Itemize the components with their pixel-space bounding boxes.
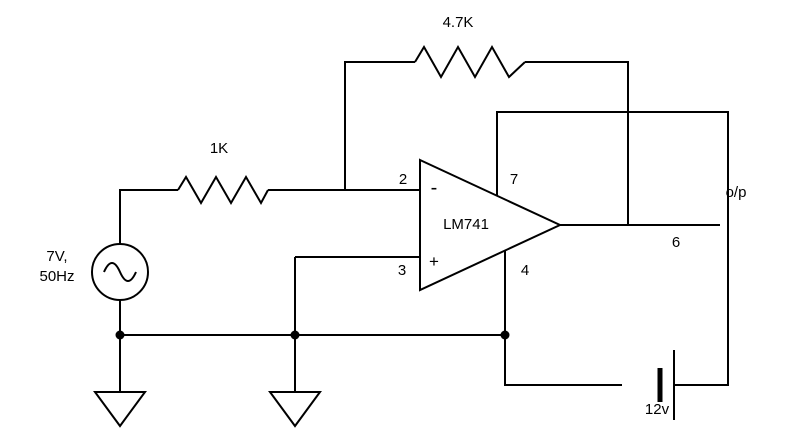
pin2-label: 2 [399, 171, 407, 188]
ground-symbol-left [93, 391, 147, 428]
junction-dot [500, 330, 510, 340]
pin7-label: 7 [510, 171, 518, 188]
wire-feedback-drop [525, 61, 629, 225]
pin3-label: 3 [398, 262, 406, 279]
source-frequency-label: 50Hz [39, 268, 74, 285]
input-resistor-label: 1K [210, 140, 228, 157]
feedback-resistor-label: 4.7K [443, 14, 474, 31]
source-voltage-label: 7V, [46, 248, 67, 265]
output-label: o/p [726, 184, 747, 201]
wire-source-to-input-resistor [119, 189, 178, 244]
battery-label: 12v [645, 401, 670, 418]
pin6-label: 6 [672, 234, 680, 251]
pin4-label: 4 [521, 262, 529, 279]
noninverting-input-sign: + [429, 252, 439, 271]
opamp-triangle [419, 158, 563, 292]
sine-wave-icon [103, 262, 137, 282]
opamp-part-label: LM741 [443, 216, 489, 233]
wire-feedback-riser [344, 61, 415, 190]
inverting-input-sign: - [431, 177, 438, 199]
junction-dot [290, 330, 300, 340]
ground-symbol-middle [268, 391, 322, 428]
input-resistor [177, 174, 269, 206]
feedback-resistor [414, 44, 526, 80]
junction-dot [115, 330, 125, 340]
wire-pin4-to-battery [504, 250, 622, 386]
wire-battery-to-pin7 [496, 111, 729, 386]
